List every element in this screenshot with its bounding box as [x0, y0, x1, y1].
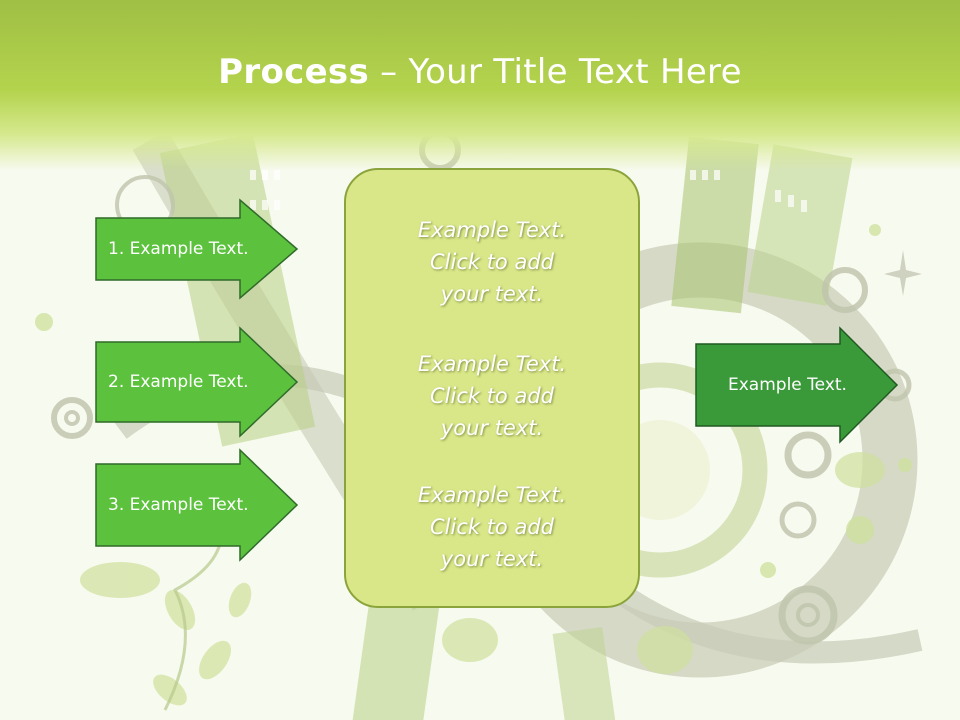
example-text-2: Example Text. Click to add your text. — [417, 352, 567, 440]
step-label: 3. Example Text. — [108, 495, 249, 515]
arrow-shape — [95, 198, 299, 300]
arrow-shape — [695, 326, 899, 444]
arrow-shape — [95, 326, 299, 438]
step-label: 1. Example Text. — [108, 239, 249, 259]
result-arrow[interactable]: Example Text. — [694, 326, 900, 444]
step-label: 2. Example Text. — [108, 372, 249, 392]
example-text-3: Example Text. Click to add your text. — [417, 483, 567, 571]
title-bold: Process — [218, 52, 370, 92]
process-step-3-arrow[interactable]: 3. Example Text. — [94, 448, 300, 562]
header-band — [0, 0, 960, 170]
slide-title[interactable]: Process – Your Title Text Here — [0, 52, 960, 92]
example-text-1: Example Text. Click to add your text. — [417, 218, 567, 306]
arrow-shape — [95, 448, 299, 562]
process-step-2-arrow[interactable]: 2. Example Text. — [94, 326, 300, 438]
center-text-box[interactable]: Example Text. Click to add your text. Ex… — [344, 168, 640, 608]
result-label: Example Text. — [728, 375, 847, 395]
process-step-1-arrow[interactable]: 1. Example Text. — [94, 198, 300, 300]
title-rest: – Your Title Text Here — [369, 52, 742, 92]
